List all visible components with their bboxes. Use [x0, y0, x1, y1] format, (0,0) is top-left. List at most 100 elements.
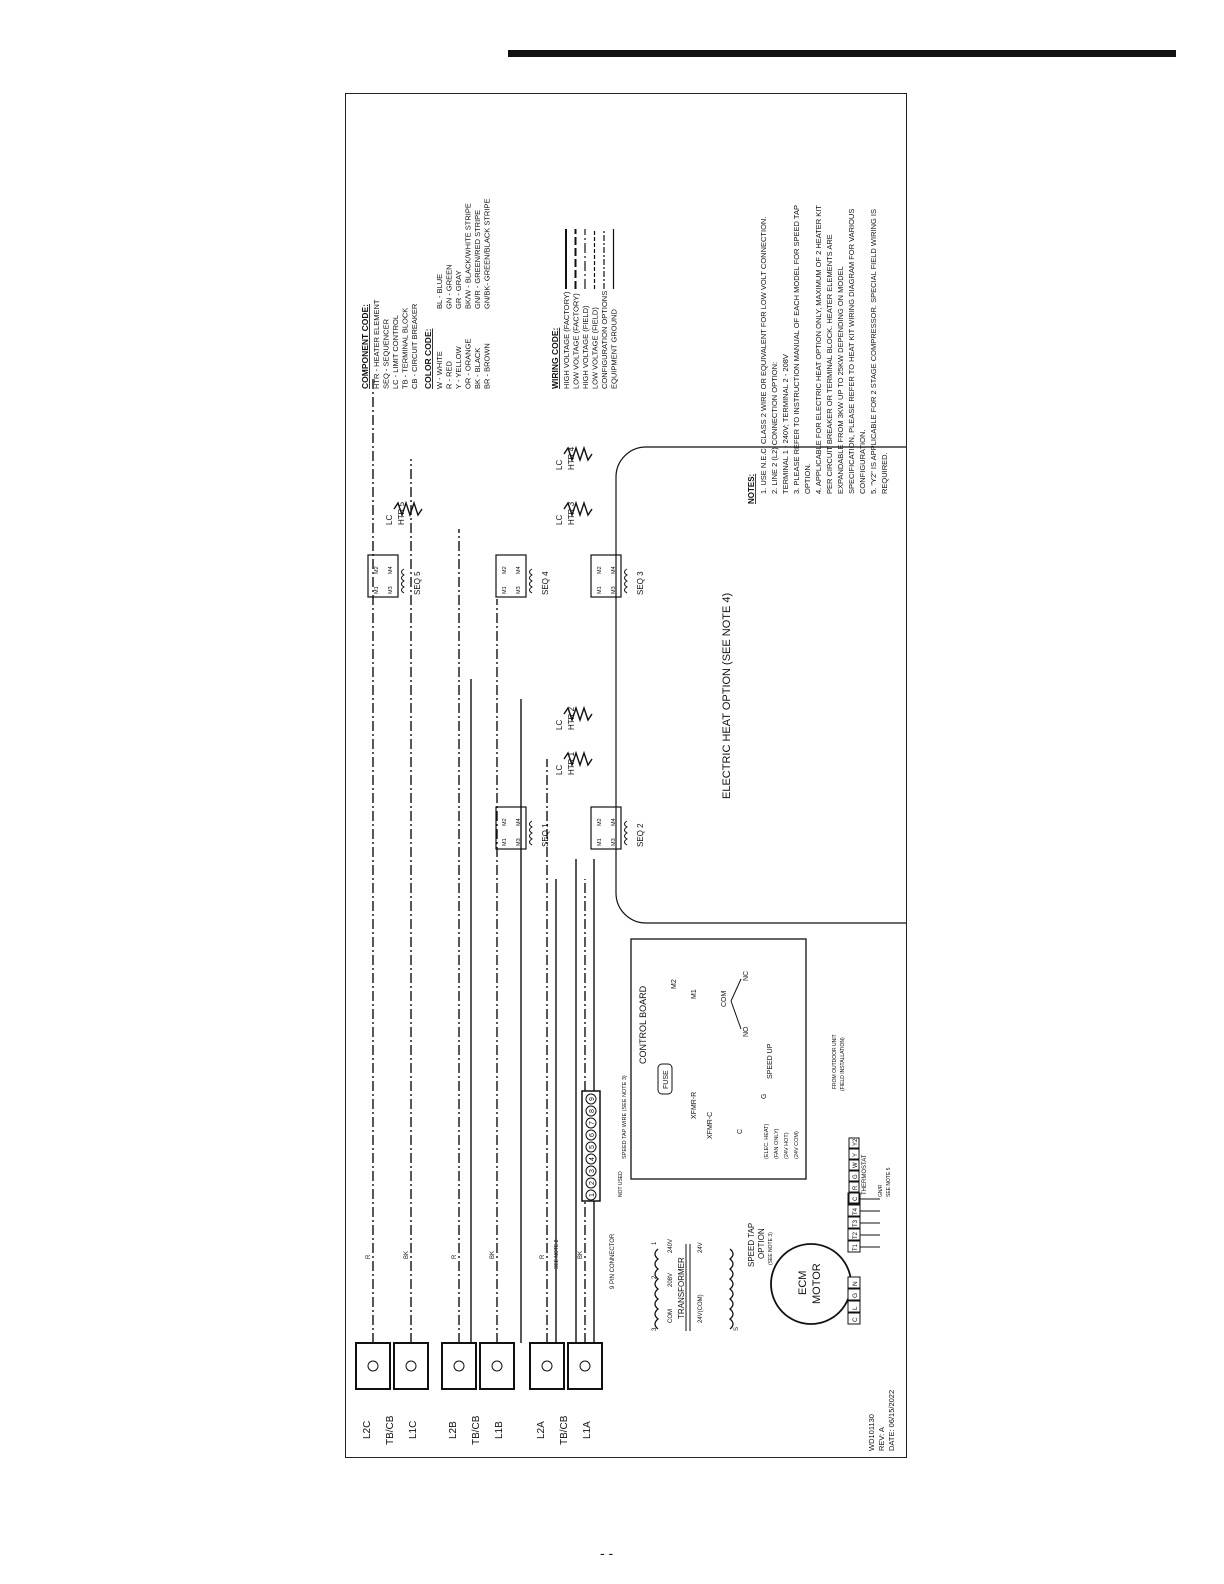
wire-tag-bk: BK — [490, 1251, 496, 1259]
color-code-item: Y - YELLOW — [454, 345, 463, 389]
xfmr-c-label: XFMR-C — [707, 1112, 714, 1139]
sequencer-terminal-label: M2 — [502, 818, 508, 826]
tb-a-top: L2A — [536, 1421, 547, 1439]
wire-tag-bk: BK — [578, 1251, 584, 1259]
sequencer-label: SEQ 4 — [541, 571, 550, 595]
transformer: TRANSFORMER 208V 240V COM 24V(COM) 24V 3… — [652, 1239, 740, 1331]
connector-pin-label: 3 — [589, 1169, 596, 1173]
note-line: CONFIGURATION. — [858, 430, 867, 494]
component-code-item: CB - CIRCUIT BREAKER — [410, 303, 419, 389]
header-rule — [508, 50, 1176, 57]
color-code-item: GN/BK- GREEN/BLACK STRIPE — [483, 199, 492, 309]
wiring-code-item: LOW VOLTAGE (FACTORY) — [572, 293, 581, 389]
connector-pin-label: 7 — [589, 1121, 596, 1125]
cb-nc-label: NC — [743, 971, 750, 981]
limit-control-label: LC — [385, 515, 394, 525]
sequencer-terminal-label: M4 — [611, 566, 617, 574]
wiring-diagram: L2C TB/CB L1C L2B TB/CB L1B — [355, 199, 906, 1451]
connector-pin — [585, 1105, 597, 1117]
not-used-label: NOT USED — [618, 1171, 624, 1197]
speed-tap-title: SPEED TAP — [747, 1223, 756, 1267]
connector-pin — [585, 1093, 597, 1105]
transformer-24vcom: 24V(COM) — [698, 1294, 704, 1323]
sequencer-terminal-label: M4 — [516, 566, 522, 574]
motor-power-label: G — [852, 1293, 859, 1298]
transformer-208v: 208V — [668, 1273, 674, 1287]
sequencer-label: SEQ 2 — [636, 823, 645, 847]
see-note-5: SEE NOTE 5 — [886, 1167, 892, 1197]
sequencer-terminal-label: M3 — [516, 838, 522, 846]
revision-doc: WD101130 — [867, 1414, 876, 1451]
transformer-pin-2: 2 — [652, 1275, 658, 1279]
thermostat-label: THERMOSTAT — [862, 1154, 868, 1195]
note-line: EXPANDABLE FROM 3KW UP TO 25KW DEPENDING… — [836, 266, 845, 494]
tb-c-mid: TB/CB — [385, 1415, 396, 1445]
thermostat-terminal-label: R — [853, 1185, 859, 1190]
motor-tap-label: T1 — [853, 1243, 859, 1251]
sequencer-terminal-label: M1 — [597, 838, 603, 846]
motor-power-terminal — [847, 1312, 861, 1325]
tb-a-mid: TB/CB — [559, 1415, 570, 1445]
field-installation: (FIELD INSTALLATION) — [840, 1037, 846, 1091]
wire-tag-r: R — [452, 1254, 458, 1259]
cb-m2-label: M2 — [671, 979, 678, 989]
limit-control-label: LC — [555, 765, 564, 775]
limit-control-label: LC — [555, 720, 564, 730]
tb-b-top: L2B — [448, 1421, 459, 1439]
wiring-diagram-frame: L2C TB/CB L1C L2B TB/CB L1B — [345, 93, 907, 1458]
note-line: SPECIFICATION, PLEASE REFER TO HEAT KIT … — [847, 209, 856, 494]
connector-pin — [585, 1153, 597, 1165]
thermostat-terminal-label: Y2 — [853, 1138, 859, 1146]
electric-heat-boundary — [615, 446, 906, 924]
component-code-item: LC - LIMIT CONTROL — [391, 315, 400, 389]
fuse-label: FUSE — [663, 1070, 670, 1089]
connector-pin-label: 4 — [589, 1157, 596, 1161]
page-footer: - - — [600, 1545, 614, 1561]
nine-pin-label: 9 PIN CONNECTOR — [610, 1233, 616, 1289]
component-code-item: HTR - HEATER ELEMENT — [372, 299, 381, 389]
transformer-24v: 24V — [698, 1242, 704, 1253]
terminal-blocks: L2C TB/CB L1C L2B TB/CB L1B — [355, 1342, 603, 1445]
speed-tap-option-label: OPTION — [757, 1228, 766, 1259]
wiring-code-item: LOW VOLTAGE (FIELD) — [591, 307, 600, 389]
note-line: 1. USE N.E.C. CLASS 2 WIRE OR EQUIVALENT… — [759, 217, 768, 494]
color-code-item: BK - BLACK — [473, 348, 482, 389]
speed-tap-option: SPEED TAP OPTION (SEE NOTE 3) — [747, 1223, 774, 1267]
cb-g-label: G — [761, 1094, 768, 1099]
note-line: 3. PLEASE REFER TO INSTRUCTION MANUAL OF… — [792, 205, 801, 494]
heater-label: HTR 2 — [567, 706, 576, 730]
from-outdoor-unit: FROM OUTDOOR UNIT — [832, 1034, 838, 1089]
thermostat-terminal — [848, 1137, 860, 1149]
color-code-item: BK/W - BLACK/WHITE STRIPE — [464, 203, 473, 309]
sequencer-terminal-label: M3 — [611, 838, 617, 846]
note-line: PER CIRCUIT BREAKER OR TERMINAL BLOCK. H… — [825, 234, 834, 494]
transformer-label: TRANSFORMER — [677, 1257, 686, 1319]
tb-c-bottom: L1C — [408, 1421, 419, 1439]
color-code-item: GN - GREEN — [445, 264, 454, 309]
power-wires — [372, 379, 595, 1343]
connector-pin — [585, 1177, 597, 1189]
thermostat-terminal-label: G — [853, 1174, 859, 1179]
motor-power-label: N — [852, 1281, 859, 1286]
sequencer-terminal-label: M3 — [388, 586, 394, 594]
terminal-block-a: L2A TB/CB L1A — [529, 1342, 603, 1445]
tstat-legend-heat: (ELEC. HEAT) — [764, 1123, 770, 1159]
sequencer-terminal-label: M4 — [516, 818, 522, 826]
tb-b-mid: TB/CB — [471, 1415, 482, 1445]
cb-c-label: C — [737, 1129, 744, 1134]
control-board-label: CONTROL BOARD — [638, 985, 648, 1064]
connector-pin-label: 9 — [589, 1097, 596, 1101]
gnr-note: GN/R — [878, 1184, 884, 1197]
sequencer-terminal-label: M3 — [611, 586, 617, 594]
control-board: CONTROL BOARD FUSE XFMR-R XFMR-C C G SPE… — [630, 938, 807, 1180]
sequencer-terminal-label: M2 — [597, 818, 603, 826]
note-line: TERMINAL 1 - 240V; TERMINAL 2 - 208V — [781, 354, 790, 494]
thermostat-terminal-label: Y — [853, 1153, 859, 1157]
sequencer-terminal-label: M1 — [374, 586, 380, 594]
